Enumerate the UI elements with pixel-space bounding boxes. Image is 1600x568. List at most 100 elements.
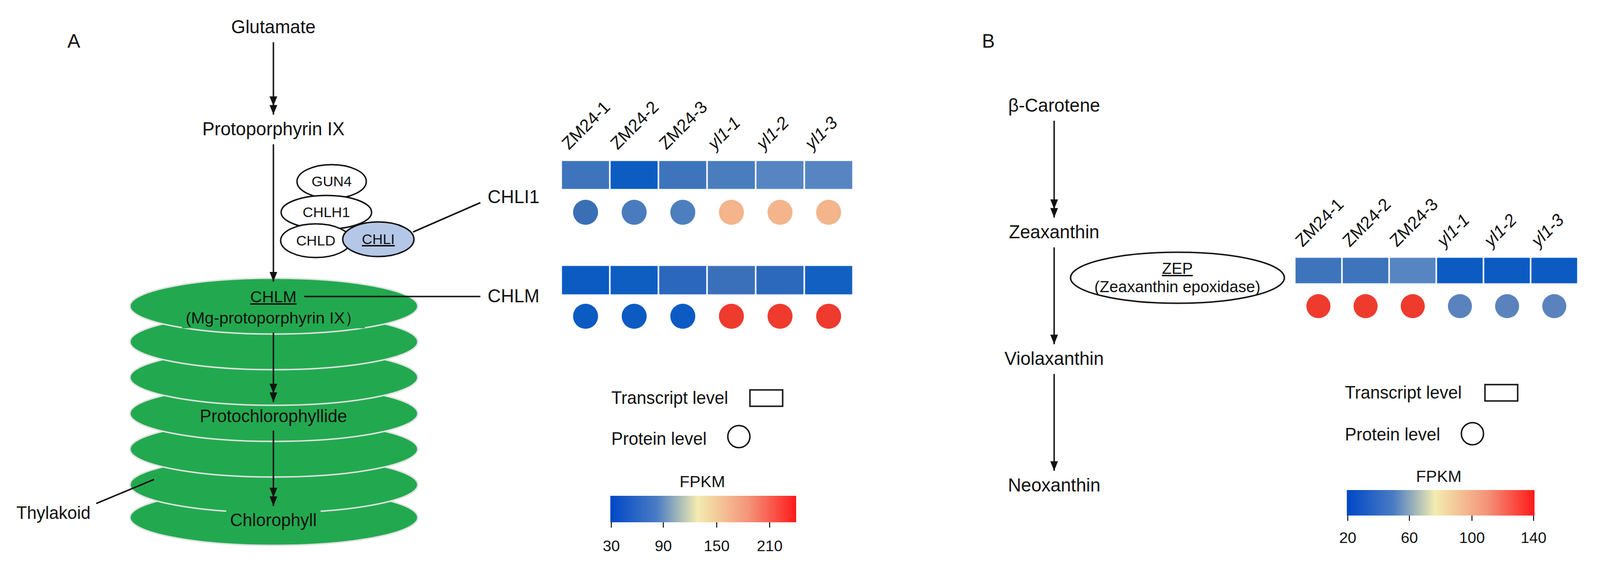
node-label: Violaxanthin (1004, 348, 1104, 370)
pathway-arrow (1053, 374, 1055, 471)
tick-label: 140 (1520, 529, 1547, 547)
node-label: CHLD (296, 232, 336, 250)
heatmap-row (561, 265, 853, 329)
legend-sample-circle (1461, 422, 1484, 445)
node-label: CHLI (361, 231, 395, 248)
transcript-cell (1483, 257, 1531, 284)
tick-mark (1471, 515, 1473, 521)
tick-mark (610, 522, 612, 528)
metabolite: Neoxanthin (1005, 473, 1104, 498)
colorbar (610, 495, 797, 523)
protein-dot (767, 199, 793, 225)
protein-label: CHLM (487, 285, 540, 308)
node-label: GUN4 (311, 173, 352, 191)
tick-label: 90 (654, 537, 672, 555)
transcript-cell (609, 265, 659, 296)
heatmap-row (561, 160, 853, 225)
metabolite: Protoporphyrin IX (199, 117, 348, 142)
column-header: ZM24-3 (655, 96, 712, 154)
transcript-cell (609, 160, 659, 190)
tick-mark (1408, 515, 1410, 521)
metabolite: Protochlorophyllide (193, 404, 354, 428)
node-label: Protochlorophyllide (195, 406, 351, 426)
protein-dot (1400, 294, 1425, 319)
thylakoid-stack (129, 278, 418, 546)
column-header: ZM24-1 (557, 96, 615, 154)
node-label: CHLH1 (302, 204, 350, 221)
leader-line (304, 296, 481, 298)
metabolite: Chlorophyll (223, 508, 324, 532)
protein-ellipse: GUN4 (296, 163, 368, 200)
tick-mark (716, 522, 718, 528)
colorbar (1346, 490, 1535, 516)
colorbar-title: FPKM (1416, 466, 1462, 486)
column-header: ZM24-1 (1291, 193, 1348, 251)
protein-ellipse: CHLI (341, 220, 415, 258)
column-header: yl1-3 (1527, 209, 1568, 251)
node-label: CHLM (246, 285, 301, 308)
protein-dot (573, 303, 599, 329)
tick-mark (1347, 515, 1349, 521)
node-label: β-Carotene (1008, 95, 1101, 117)
legend-text: Transcript level (611, 387, 729, 408)
tick-label: 100 (1458, 529, 1485, 547)
tick-label: 150 (703, 537, 730, 555)
thylakoid-label: Thylakoid (16, 503, 91, 523)
transcript-cell (804, 265, 853, 296)
protein-dot (670, 199, 696, 225)
protein-dot (719, 199, 745, 225)
leader-line (96, 479, 155, 504)
tick-mark (662, 522, 664, 528)
pathway-arrow (272, 42, 275, 115)
metabolite: Glutamate (228, 15, 319, 40)
transcript-cell (1341, 257, 1390, 284)
tick-mark (1533, 515, 1535, 521)
leader-line (412, 202, 481, 233)
node-label: Zeaxanthin (1008, 221, 1100, 244)
transcript-cell (1436, 257, 1484, 284)
pathway-arrow (272, 144, 275, 282)
transcript-cell (658, 160, 708, 190)
column-header: yl1-1 (703, 112, 745, 154)
ellipse-shape (296, 164, 367, 199)
transcript-cell (804, 160, 853, 190)
panel-letter: A (67, 29, 81, 52)
pathway-arrow (1053, 120, 1056, 218)
column-header: ZM24-2 (606, 96, 663, 154)
protein-dot (573, 199, 599, 225)
node-label: Neoxanthin (1007, 475, 1101, 497)
protein-dot (816, 199, 842, 225)
column-header: yl1-3 (800, 112, 842, 154)
protein-dot (719, 303, 745, 329)
tick-label: 20 (1339, 529, 1357, 547)
node-label: Protoporphyrin IX (202, 118, 345, 141)
transcript-cell (1389, 257, 1437, 284)
tick-label: 30 (602, 537, 620, 555)
pathway-arrow (272, 430, 275, 507)
node-sublabel: (Zeaxanthin epoxidase) (1094, 277, 1261, 297)
metabolite: β-Carotene (1005, 93, 1104, 118)
protein-dot (1353, 294, 1378, 319)
transcript-cell (755, 160, 805, 190)
transcript-cell (755, 265, 805, 296)
node-label: Chlorophyll (226, 510, 321, 530)
node-label: Glutamate (231, 16, 316, 39)
transcript-cell (707, 265, 756, 296)
transcript-cell (561, 265, 610, 296)
legend-sample-circle (727, 425, 750, 448)
legend-sample-rect (749, 389, 783, 407)
protein-dot (767, 303, 793, 329)
enzyme-ellipse: ZEP(Zeaxanthin epoxidase) (1069, 251, 1286, 305)
colorbar-title: FPKM (679, 472, 725, 491)
transcript-cell (561, 160, 610, 190)
transcript-cell (658, 265, 708, 296)
legend-text: Protein level (1344, 424, 1441, 445)
column-header: ZM24-3 (1385, 193, 1443, 251)
enzyme-step: CHLM(Mg-protoporphyrin IX） (179, 284, 369, 330)
ellipse-shape (342, 221, 414, 257)
tick-label: 210 (756, 537, 783, 555)
ellipse-shape (1070, 252, 1285, 304)
